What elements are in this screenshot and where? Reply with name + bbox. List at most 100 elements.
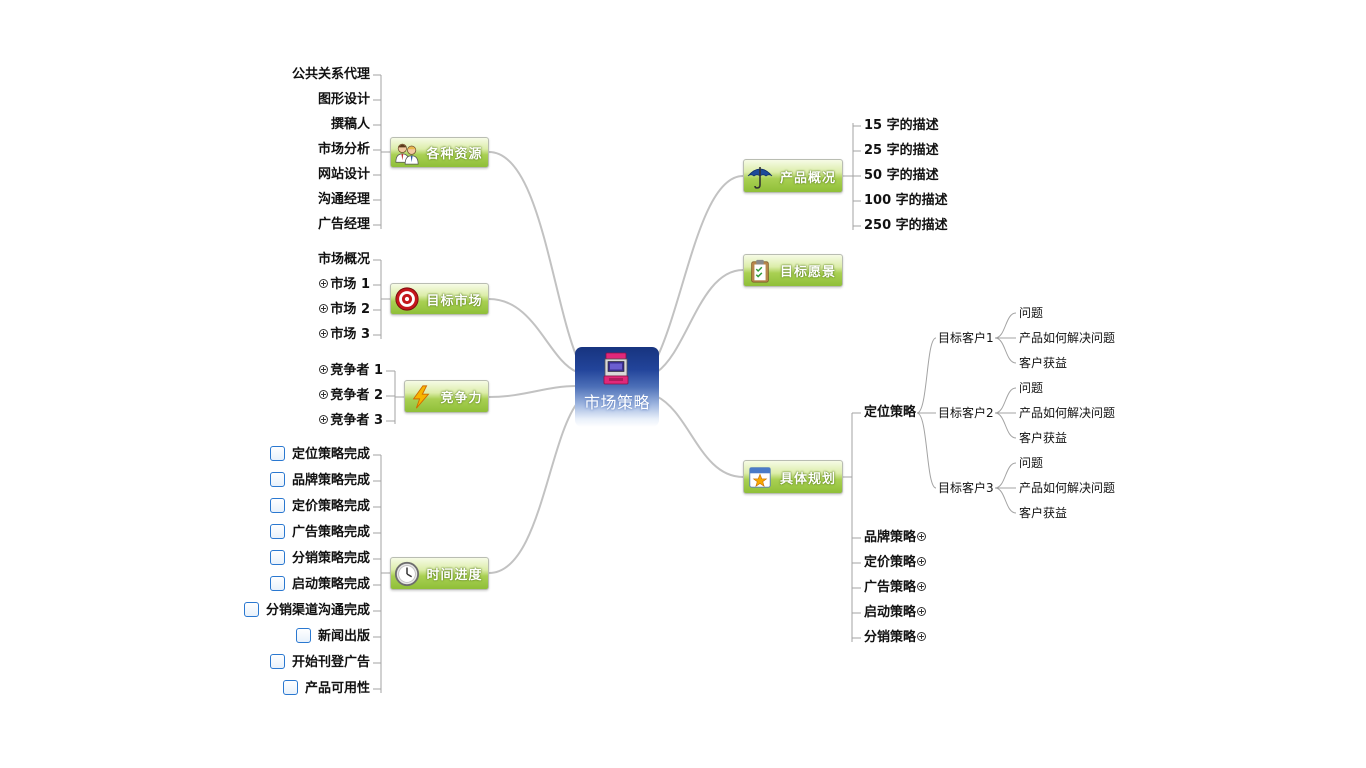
task-item[interactable]: 定价策略完成 xyxy=(160,498,370,516)
topic-target-market[interactable]: 目标市场 xyxy=(390,283,489,315)
task-item[interactable]: 新闻出版 xyxy=(160,628,370,646)
expand-plus-icon[interactable] xyxy=(319,365,329,374)
subtopic-strategy[interactable]: 广告策略 xyxy=(864,579,928,597)
subtopic-competitor[interactable]: 竞争者 3 xyxy=(173,412,383,430)
target-market-bracket xyxy=(373,259,390,339)
task-item[interactable]: 定位策略完成 xyxy=(160,446,370,464)
customer3-connectors xyxy=(994,462,1017,514)
subtopic-market[interactable]: 市场概况 xyxy=(160,251,370,269)
subtopic-label: 产品如何解决问题 xyxy=(1019,481,1116,495)
subtopic-customer-detail[interactable]: 问题 xyxy=(1019,304,1043,322)
subtopic-market[interactable]: 市场 3 xyxy=(160,326,370,344)
subtopic-customer-detail[interactable]: 客户获益 xyxy=(1019,504,1067,522)
task-item[interactable]: 开始刊登广告 xyxy=(160,654,370,672)
subtopic-customer[interactable]: 目标客户2 xyxy=(938,404,994,422)
task-checkbox[interactable] xyxy=(269,446,285,461)
subtopic-positioning[interactable]: 定位策略 xyxy=(864,404,916,422)
subtopic-customer-detail[interactable]: 产品如何解决问题 xyxy=(1019,404,1115,422)
subtopic-description[interactable]: 15 字的描述 xyxy=(864,117,939,135)
subtopic-label: 启动策略 xyxy=(864,605,917,620)
central-topic[interactable]: 市场策略 xyxy=(575,347,659,427)
subtopic-label: 50 字的描述 xyxy=(864,168,939,183)
topic-product-overview[interactable]: 产品概况 xyxy=(743,159,843,193)
task-item[interactable]: 品牌策略完成 xyxy=(160,472,370,490)
central-topic-label: 市场策略 xyxy=(583,393,650,412)
subtopic-label: 客户获益 xyxy=(1019,506,1068,520)
expand-plus-icon[interactable] xyxy=(319,329,329,338)
subtopic-label: 目标客户2 xyxy=(938,406,994,420)
subtopic-resource[interactable]: 网站设计 xyxy=(160,166,370,184)
task-item[interactable]: 分销渠道沟通完成 xyxy=(160,602,370,620)
lightning-icon xyxy=(407,383,435,411)
task-item[interactable]: 产品可用性 xyxy=(160,680,370,698)
subtopic-customer[interactable]: 目标客户3 xyxy=(938,479,994,497)
expand-plus-icon[interactable] xyxy=(319,304,329,313)
task-checkbox[interactable] xyxy=(295,628,311,643)
subtopic-resource[interactable]: 市场分析 xyxy=(160,141,370,159)
subtopic-strategy[interactable]: 分销策略 xyxy=(864,629,928,647)
subtopic-label: 图形设计 xyxy=(317,92,370,107)
subtopic-description[interactable]: 250 字的描述 xyxy=(864,217,948,235)
topic-detailed-plan[interactable]: 具体规划 xyxy=(743,460,843,494)
task-checkbox[interactable] xyxy=(243,602,259,617)
subtopic-customer-detail[interactable]: 问题 xyxy=(1019,379,1043,397)
subtopic-customer-detail[interactable]: 客户获益 xyxy=(1019,429,1067,447)
subtopic-strategy[interactable]: 启动策略 xyxy=(864,604,928,622)
expand-plus-icon[interactable] xyxy=(319,390,329,399)
subtopic-label: 100 字的描述 xyxy=(864,193,948,208)
expand-plus-icon[interactable] xyxy=(917,607,927,616)
subtopic-resource[interactable]: 沟通经理 xyxy=(160,191,370,209)
topic-schedule[interactable]: 时间进度 xyxy=(390,557,489,590)
task-checkbox[interactable] xyxy=(269,498,285,513)
subtopic-label: 15 字的描述 xyxy=(864,118,939,133)
customer1-connectors xyxy=(994,312,1017,364)
expand-plus-icon[interactable] xyxy=(917,632,927,641)
subtopic-strategy[interactable]: 定价策略 xyxy=(864,554,928,572)
task-checkbox[interactable] xyxy=(269,654,285,669)
subtopic-market[interactable]: 市场 1 xyxy=(160,276,370,294)
task-checkbox[interactable] xyxy=(282,680,298,695)
subtopic-customer-detail[interactable]: 问题 xyxy=(1019,454,1043,472)
subtopic-customer-detail[interactable]: 客户获益 xyxy=(1019,354,1067,372)
subtopic-description[interactable]: 50 字的描述 xyxy=(864,167,939,185)
expand-plus-icon[interactable] xyxy=(319,279,329,288)
subtopic-description[interactable]: 100 字的描述 xyxy=(864,192,948,210)
subtopic-resource[interactable]: 图形设计 xyxy=(160,91,370,109)
topic-target-vision[interactable]: 目标愿景 xyxy=(743,254,843,287)
subtopic-customer-detail[interactable]: 产品如何解决问题 xyxy=(1019,479,1115,497)
topic-competition[interactable]: 竞争力 xyxy=(404,380,489,413)
topic-resources[interactable]: 各种资源 xyxy=(390,137,489,168)
subtopic-label: 广告经理 xyxy=(317,217,370,232)
expand-plus-icon[interactable] xyxy=(917,582,927,591)
subtopic-resource[interactable]: 公共关系代理 xyxy=(160,66,370,84)
subtopic-connectors xyxy=(373,74,1017,693)
task-item[interactable]: 启动策略完成 xyxy=(160,576,370,594)
subtopic-label: 目标客户3 xyxy=(938,481,994,495)
task-item[interactable]: 广告策略完成 xyxy=(160,524,370,542)
subtopic-customer[interactable]: 目标客户1 xyxy=(938,329,994,347)
topic-label: 具体规划 xyxy=(779,471,836,487)
task-checkbox[interactable] xyxy=(269,550,285,565)
subtopic-description[interactable]: 25 字的描述 xyxy=(864,142,939,160)
subtopic-competitor[interactable]: 竞争者 1 xyxy=(173,362,383,380)
competition-bracket xyxy=(386,370,404,424)
subtopic-competitor[interactable]: 竞争者 2 xyxy=(173,387,383,405)
task-checkbox[interactable] xyxy=(269,472,285,487)
subtopic-resource[interactable]: 广告经理 xyxy=(160,216,370,234)
subtopic-label: 产品如何解决问题 xyxy=(1019,406,1116,420)
subtopic-strategy[interactable]: 品牌策略 xyxy=(864,529,928,547)
subtopic-market[interactable]: 市场 2 xyxy=(160,301,370,319)
expand-plus-icon[interactable] xyxy=(917,557,927,566)
subtopic-customer-detail[interactable]: 产品如何解决问题 xyxy=(1019,329,1115,347)
expand-plus-icon[interactable] xyxy=(319,415,329,424)
branch-connector-product-overview xyxy=(655,175,744,361)
task-checkbox[interactable] xyxy=(269,524,285,539)
task-item[interactable]: 分销策略完成 xyxy=(160,550,370,568)
people-icon xyxy=(393,139,421,167)
subtopic-label: 问题 xyxy=(1019,381,1044,395)
task-checkbox[interactable] xyxy=(269,576,285,591)
subtopic-resource[interactable]: 撰稿人 xyxy=(160,116,370,134)
main-branch-connectors xyxy=(488,151,744,574)
expand-plus-icon[interactable] xyxy=(917,532,927,541)
